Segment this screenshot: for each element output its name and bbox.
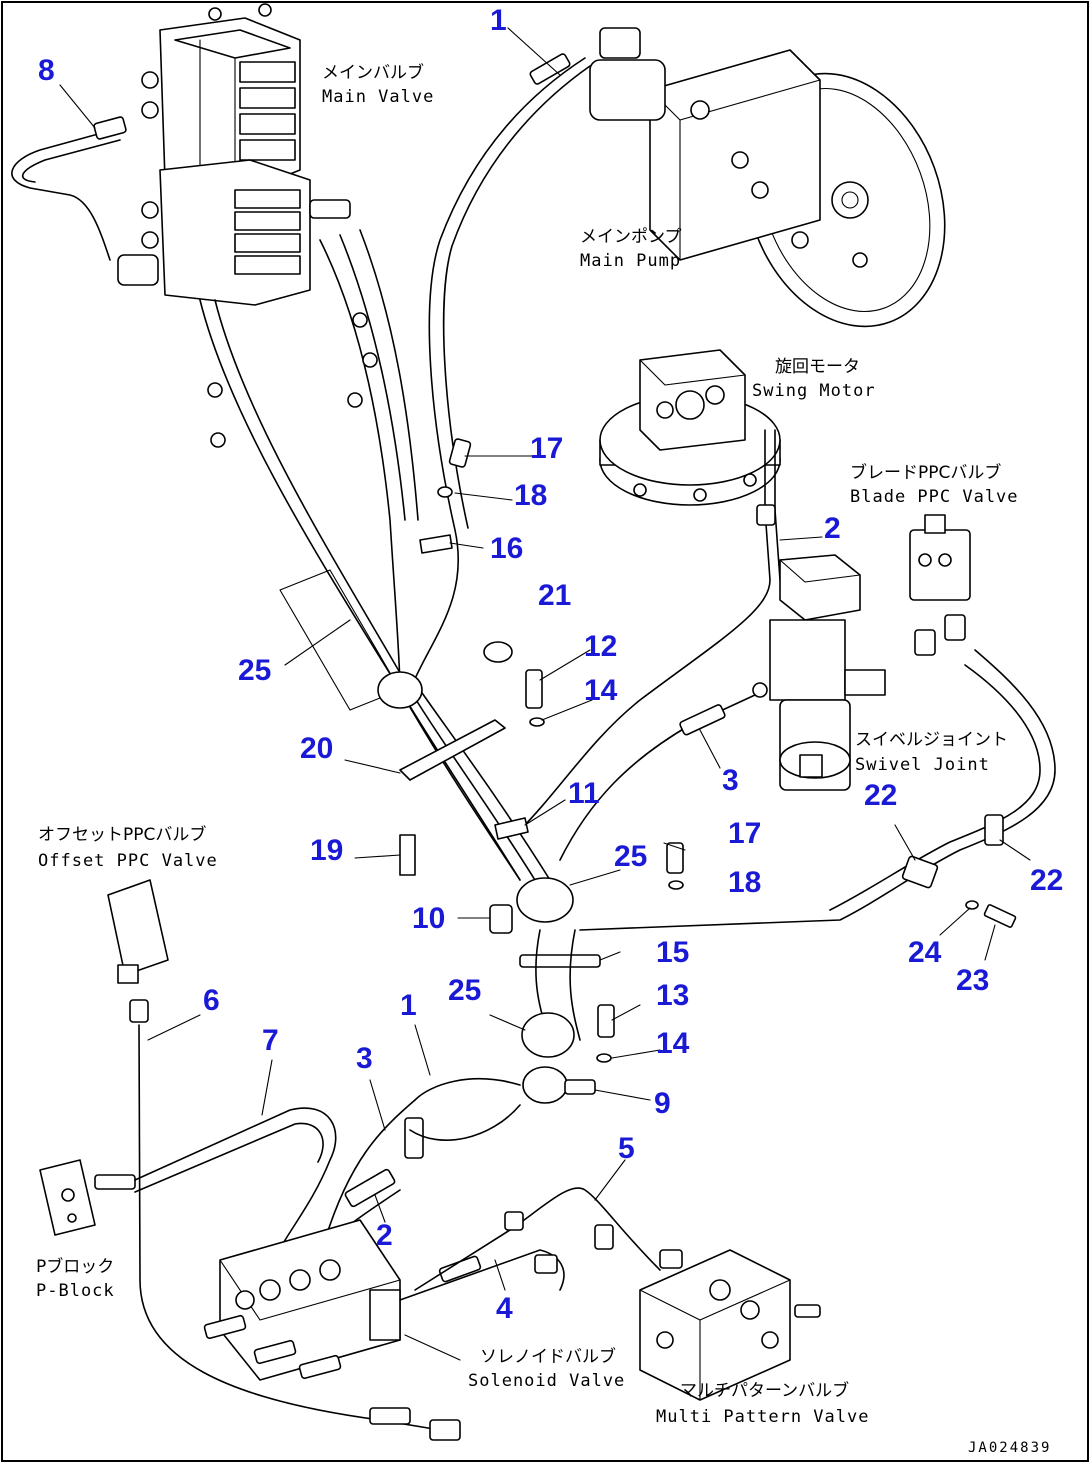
bolt-23 [983,904,1017,928]
swing-motor-label-jp: 旋回モータ [775,357,860,377]
swivel-joint-label-jp: スイベルジョイント [855,730,1008,750]
hose-3-lower [324,1099,424,1241]
bolt-13 [597,1004,615,1038]
callout-16: 16 [490,532,523,565]
hose-bundle-main-valve [199,229,551,881]
multi-pattern-valve-assembly [639,1249,821,1401]
swivel-joint-label-en: Swivel Joint [855,755,990,775]
washer-18-lower [668,880,684,890]
hose-1 [409,53,591,691]
callout-5: 5 [618,1132,635,1165]
leader-lines [59,27,1031,1361]
callout-18-upper: 18 [514,479,547,512]
callout-2-lower: 2 [376,1219,393,1252]
swing-motor-assembly [599,349,781,506]
callout-18-lower: 18 [728,866,761,899]
washer-24 [965,900,979,910]
solenoid-valve-assembly [203,1219,401,1381]
swivel-joint-assembly [752,554,886,791]
grommet-25-upper [279,569,423,711]
multi-pattern-valve-label-jp: マルチパターンバルブ [680,1380,849,1401]
offset-ppc-valve-label-en: Offset PPC Valve [38,851,218,871]
component-labels: メインバルブ Main Valve メインポンプ Main Pump 旋回モータ… [36,62,1019,1427]
callout-3-upper: 3 [722,764,739,797]
drawing-code: JA024839 [968,1440,1051,1456]
callout-12: 12 [584,630,617,663]
hose-1-lower [409,1078,521,1141]
callout-14-upper: 14 [584,674,618,707]
callout-1-lower: 1 [400,989,417,1022]
hose-2 [519,429,781,831]
callout-9: 9 [654,1087,671,1120]
callout-1-top: 1 [490,4,507,37]
callout-19: 19 [310,834,343,867]
main-valve-label-en: Main Valve [322,87,434,107]
washer-14-upper [529,717,545,727]
clamp-9 [522,1066,596,1104]
callout-25-upper: 25 [238,654,271,687]
main-valve-label-jp: メインバルブ [322,62,424,83]
bolt-17-lower [666,842,684,874]
callout-8: 8 [38,54,55,87]
hose-6 [138,1024,461,1441]
callout-10: 10 [412,902,445,935]
hose-3-upper [559,694,756,861]
bolt-12 [525,669,543,709]
callout-22-left: 22 [864,779,897,812]
callout-13: 13 [656,979,689,1012]
clamp-11 [494,817,529,840]
grommet-25-lower [521,1012,575,1058]
p-block-label-en: P-Block [36,1281,115,1301]
callout-numbers: 1 8 17 18 16 2 21 12 25 14 20 3 11 22 17… [38,4,1063,1325]
callout-7: 7 [262,1024,279,1057]
callout-17-upper: 17 [530,432,563,465]
callout-3-lower: 3 [356,1042,373,1075]
callout-22-right: 22 [1030,864,1063,897]
blade-ppc-valve-label-en: Blade PPC Valve [850,487,1019,507]
hose-5 [414,1187,661,1291]
hose-22 [579,649,1056,931]
p-block-label-jp: Pブロック [36,1256,114,1277]
collar-19 [399,834,416,876]
callout-4: 4 [496,1292,513,1325]
callout-6: 6 [203,984,220,1017]
hose-4 [399,1249,565,1301]
main-valve-assembly [117,3,351,306]
clamp-16 [419,534,453,554]
offset-ppc-valve-label-jp: オフセットPPCバルブ [38,824,206,845]
blade-ppc-valve-label-jp: ブレードPPCバルブ [850,462,1001,483]
swing-motor-label-en: Swing Motor [752,381,876,401]
solenoid-valve-label-jp: ソレノイドバルブ [480,1346,616,1367]
callout-20: 20 [300,732,333,765]
callout-21: 21 [538,579,571,612]
washer-14-lower [596,1053,612,1063]
plate-20 [399,719,506,781]
callout-23: 23 [956,964,989,997]
washer-18-upper [437,486,453,498]
callout-25-middle: 25 [614,840,647,873]
collar-10 [489,904,513,934]
callout-24: 24 [908,936,942,969]
main-pump-label-en: Main Pump [580,251,681,271]
main-pump-assembly [589,27,946,328]
main-pump-label-jp: メインポンプ [580,227,682,247]
multi-pattern-valve-label-en: Multi Pattern Valve [656,1407,869,1427]
callout-14-lower: 14 [656,1027,690,1060]
grommet-25-middle [516,877,574,923]
hose-8 [11,116,127,261]
cap-21 [483,641,513,663]
callout-15: 15 [656,936,689,969]
callout-25-lower: 25 [448,974,481,1007]
callout-11: 11 [568,777,600,810]
callout-17-lower: 17 [728,817,761,850]
bolt-17-upper [448,438,472,468]
p-block-assembly [39,1159,136,1236]
solenoid-valve-label-en: Solenoid Valve [468,1371,625,1391]
callout-2-upper: 2 [824,512,841,545]
offset-ppc-valve-assembly [107,879,169,1023]
blade-ppc-valve-assembly [909,514,971,656]
